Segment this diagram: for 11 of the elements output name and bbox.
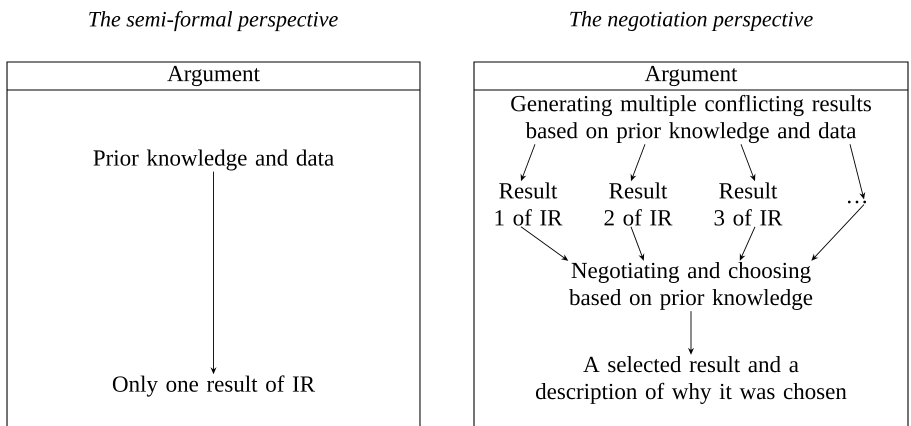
step-text: Only one result of IR <box>112 375 316 397</box>
step-text: Result 2 of IR <box>604 182 672 226</box>
step-text: A selected result and a description of why it was chosen <box>536 356 846 404</box>
step-text: Result 1 of IR <box>496 182 562 226</box>
title: The semi-formal perspective <box>89 10 338 32</box>
title: The negotiation perspective <box>570 11 813 31</box>
step-text: Generating multiple conflicting results based on prior knowledge and data <box>511 94 871 144</box>
step-text: Prior knowledge and data <box>93 150 334 170</box>
step-text: Result 3 of IR <box>714 182 782 226</box>
step-text: … <box>848 200 866 204</box>
step-text: Negotiating and choosing based on prior knowledge <box>569 262 812 310</box>
